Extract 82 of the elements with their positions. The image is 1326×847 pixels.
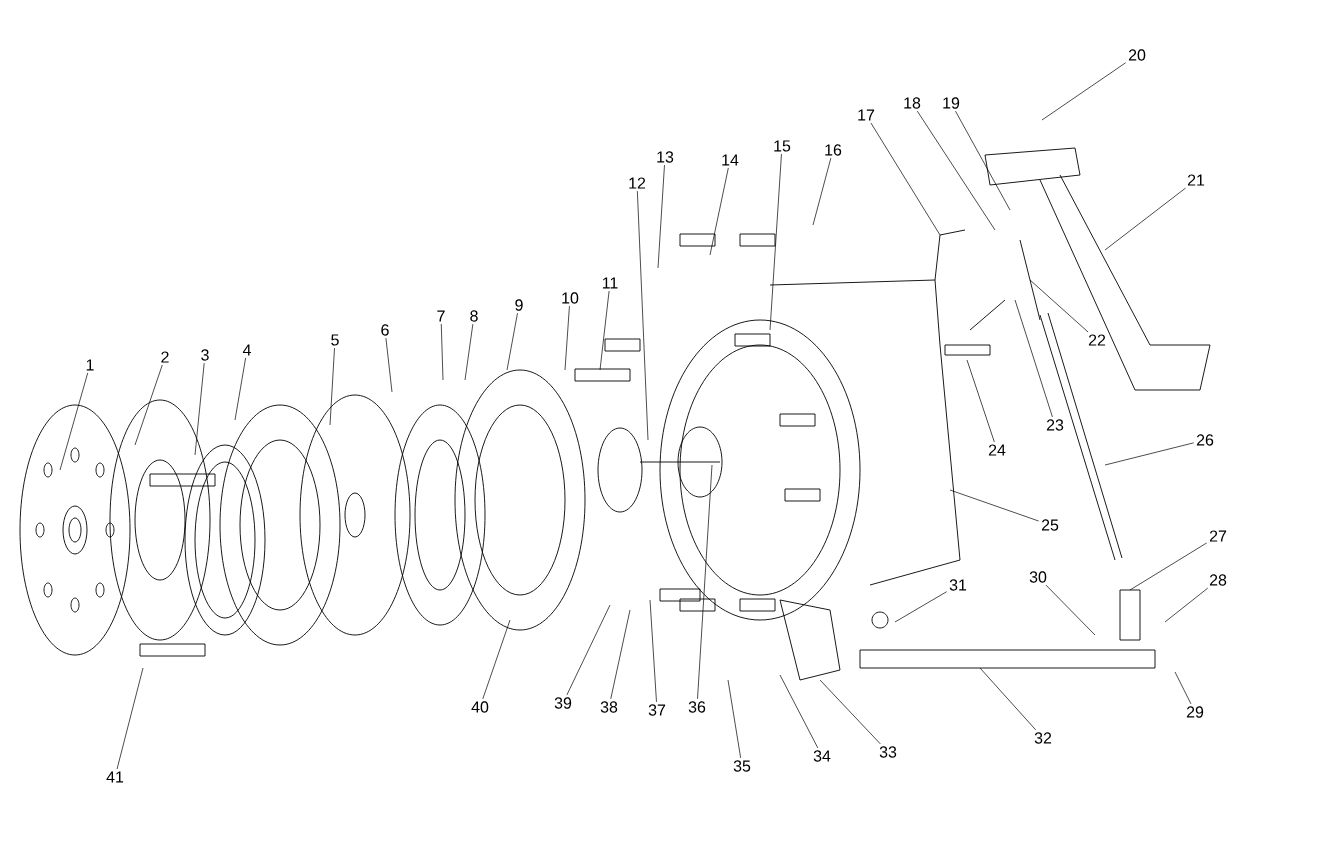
- callout-number: 24: [988, 444, 1006, 456]
- leader-line: [727, 679, 742, 759]
- callout-number: 39: [554, 697, 572, 709]
- leader-line: [482, 619, 511, 700]
- callout-number: 16: [825, 144, 842, 156]
- callout-number: 7: [437, 310, 445, 322]
- leader-line: [649, 599, 657, 703]
- leader-line: [1174, 671, 1192, 705]
- callout-number: 10: [562, 292, 579, 304]
- leader-line: [1029, 279, 1089, 333]
- callout-number: 5: [331, 334, 339, 346]
- leader-line: [966, 359, 995, 443]
- leader-line: [916, 110, 996, 231]
- leader-line: [1045, 584, 1096, 636]
- leader-line: [564, 305, 570, 371]
- leader-line: [1129, 542, 1207, 591]
- callout-number: 33: [879, 746, 897, 758]
- callout-number: 13: [657, 151, 674, 163]
- callout-number: 18: [904, 97, 921, 109]
- leader-line: [329, 347, 335, 426]
- callout-number: 35: [733, 760, 751, 772]
- callout-number: 36: [688, 701, 706, 713]
- leader-line: [657, 164, 665, 269]
- leader-line: [234, 357, 246, 421]
- callout-number: 20: [1128, 49, 1146, 61]
- leader-line: [697, 464, 713, 700]
- leader-line: [894, 591, 947, 623]
- callout-number: 8: [470, 310, 478, 322]
- callout-number: 40: [471, 701, 489, 713]
- callout-number: 11: [602, 277, 618, 289]
- leader-line: [870, 122, 941, 236]
- callout-number: 3: [201, 349, 209, 361]
- leader-line: [1164, 587, 1209, 623]
- leader-line: [955, 110, 1011, 211]
- leader-line: [637, 190, 649, 441]
- callout-number: 15: [774, 140, 791, 152]
- callout-number: 23: [1046, 419, 1064, 431]
- leader-line: [819, 679, 881, 745]
- leader-line: [779, 674, 819, 749]
- leader-line: [440, 323, 444, 381]
- leader-line: [1041, 62, 1126, 121]
- callout-number: 17: [858, 109, 875, 121]
- callout-number: 4: [242, 344, 251, 356]
- leader-line: [709, 167, 729, 256]
- callout-number: 38: [600, 701, 618, 713]
- callout-number: 9: [515, 299, 523, 311]
- leader-line: [566, 604, 611, 696]
- callout-number: 25: [1041, 519, 1059, 531]
- callout-number: 1: [86, 359, 94, 371]
- callout-number: 19: [943, 97, 960, 109]
- leader-line: [385, 337, 393, 393]
- leader-line: [949, 489, 1039, 522]
- callout-number: 30: [1029, 571, 1047, 583]
- leader-line: [1104, 187, 1186, 251]
- leader-line: [134, 364, 163, 446]
- leader-line: [979, 667, 1037, 731]
- leader-line: [194, 362, 205, 456]
- leader-line: [610, 609, 631, 700]
- leader-line: [506, 312, 518, 371]
- leader-line: [464, 323, 474, 381]
- callout-number: 22: [1088, 334, 1106, 346]
- leader-line: [59, 372, 89, 471]
- callout-number: 29: [1186, 706, 1204, 718]
- callout-number: 2: [161, 351, 169, 363]
- callout-number: 27: [1209, 530, 1227, 542]
- leader-line: [812, 157, 832, 226]
- callout-number: 14: [722, 154, 739, 166]
- callout-number: 28: [1209, 574, 1227, 586]
- callout-number: 37: [648, 704, 666, 716]
- callout-number: 41: [106, 771, 124, 783]
- callout-number: 32: [1034, 732, 1052, 744]
- callout-number: 6: [381, 324, 389, 336]
- leader-line: [599, 290, 610, 371]
- leader-line: [116, 667, 144, 770]
- callout-number: 12: [629, 177, 646, 189]
- leader-line: [769, 153, 782, 331]
- leader-line: [1014, 299, 1053, 418]
- callout-number: 31: [949, 579, 967, 591]
- leader-line: [1104, 442, 1194, 466]
- callout-number: 34: [813, 750, 831, 762]
- callout-number: 21: [1187, 174, 1205, 186]
- callout-number: 26: [1196, 434, 1214, 446]
